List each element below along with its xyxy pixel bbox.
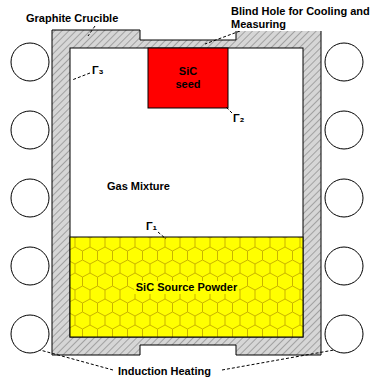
- boundary-label: Γ₂: [233, 112, 245, 125]
- node-text: SiC seed: [168, 65, 208, 91]
- node-text: SiC Source Powder: [134, 281, 239, 294]
- boundary-label: Γ₃: [92, 64, 104, 77]
- gas-label: Gas Mixture: [107, 180, 170, 193]
- seed-fill: [148, 48, 228, 108]
- induction-coils: [11, 43, 363, 353]
- crucible-label: Graphite Crucible: [26, 12, 118, 25]
- heating-label: Induction Heating: [118, 365, 211, 378]
- boundary-label: Γ₁: [146, 220, 157, 233]
- blind-hole-label: Blind Hole for Cooling and Measuring: [231, 5, 371, 31]
- source-powder-fill: [70, 237, 303, 337]
- leader-lines: [40, 26, 334, 370]
- crucible-cavity: [70, 48, 303, 337]
- seed-box: SiC seed: [148, 48, 228, 108]
- source-powder-region: SiC Source Powder: [70, 237, 303, 337]
- graphite-crucible: [52, 30, 321, 355]
